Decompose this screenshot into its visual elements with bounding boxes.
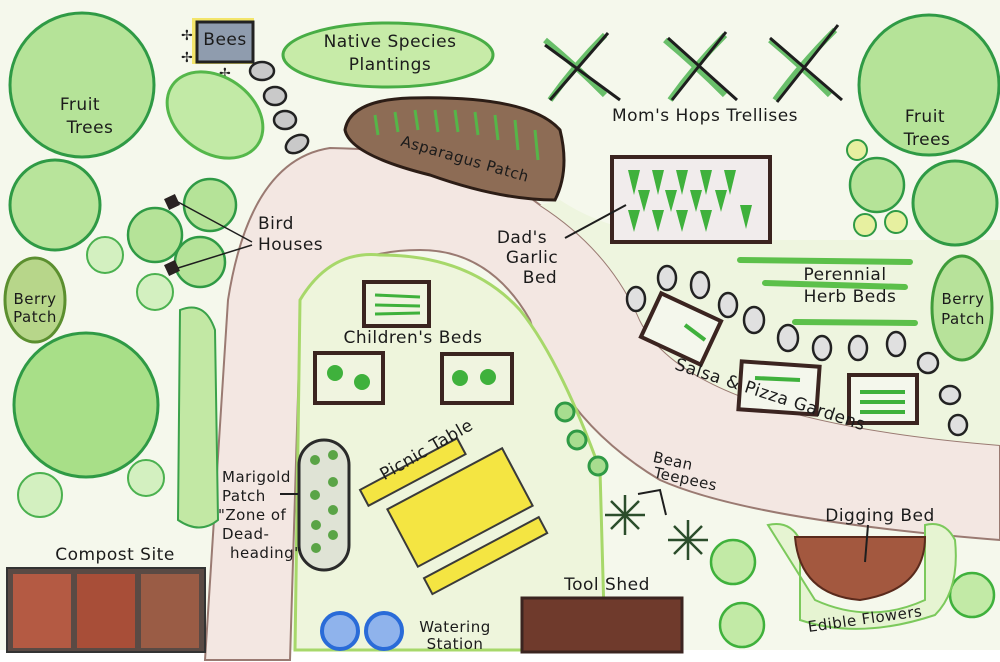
garlic-bed-label-2: Garlic — [505, 248, 559, 268]
stepping-stones-top-icon — [248, 60, 310, 155]
bees-label: Bees — [203, 30, 247, 50]
asparagus-patch-icon — [343, 96, 566, 202]
native-species-icon — [281, 21, 495, 89]
digging-bed-label: Digging Bed — [825, 506, 935, 526]
berry-patch-right-label-2: Patch — [941, 310, 985, 328]
berry-patch-right-icon — [930, 254, 994, 362]
native-species-label-2: Plantings — [348, 55, 432, 75]
tool-shed-icon — [520, 596, 684, 654]
marigold-patch-label: Marigold — [222, 468, 291, 486]
fruit-trees-right-label-2: Trees — [903, 130, 951, 150]
garlic-bed-label-3: Bed — [522, 268, 558, 288]
watering-station-label: Watering — [419, 618, 491, 636]
tool-shed-label: Tool Shed — [564, 575, 650, 595]
watering-station-label-2: Station — [426, 635, 484, 653]
bird-houses-label-2: Houses — [258, 235, 324, 255]
garlic-bed-label: Dad's — [496, 228, 548, 248]
berry-patch-left-icon — [3, 256, 67, 344]
svg-text:✢: ✢ — [181, 50, 193, 66]
marigold-patch-label-2: Patch — [222, 487, 266, 505]
digging-bed-icon — [793, 536, 927, 602]
berry-patch-left-label: Berry — [13, 290, 57, 308]
edible-flowers-icon — [766, 523, 957, 630]
fruit-trees-right-label: Fruit — [904, 107, 946, 127]
berry-patch-right-label: Berry — [941, 290, 985, 308]
marigold-patch-label-3: "Zone of — [218, 506, 287, 524]
marigold-patch-icon — [297, 438, 351, 572]
berry-patch-left-label-2: Patch — [13, 308, 57, 326]
perennial-herb-beds-icon — [737, 257, 918, 326]
fruit-trees-left-label: Fruit — [59, 95, 101, 115]
fruit-trees-right-icon — [846, 13, 1000, 247]
childrens-beds-icon — [313, 280, 514, 405]
fruit-trees-left-label-2: Trees — [66, 118, 114, 138]
watering-station-icon — [320, 611, 404, 651]
picnic-table-icon — [358, 436, 549, 596]
hops-trellises-icon — [543, 24, 843, 103]
salsa-pizza-beds-icon — [638, 290, 919, 425]
marigold-patch-label-4: Dead- — [222, 525, 270, 543]
compost-site-label: Compost Site — [55, 545, 175, 565]
svg-text:✢: ✢ — [181, 28, 193, 44]
perennial-herb-beds-label-2: Herb Beds — [803, 287, 897, 307]
childrens-beds-label: Children's Beds — [343, 328, 483, 348]
marigold-patch-label-5: heading" — [230, 544, 302, 562]
garlic-bed-icon — [610, 155, 772, 244]
bird-houses-label: Bird — [258, 214, 294, 234]
compost-site-icon — [6, 567, 206, 653]
native-species-label: Native Species — [323, 32, 457, 52]
hops-trellises-label: Mom's Hops Trellises — [611, 106, 799, 126]
perennial-herb-beds-label: Perennial — [803, 265, 887, 285]
bird-houses-icon — [164, 194, 253, 276]
stepping-stones-arc-icon — [625, 264, 969, 437]
bean-teepees-icon — [605, 495, 708, 560]
